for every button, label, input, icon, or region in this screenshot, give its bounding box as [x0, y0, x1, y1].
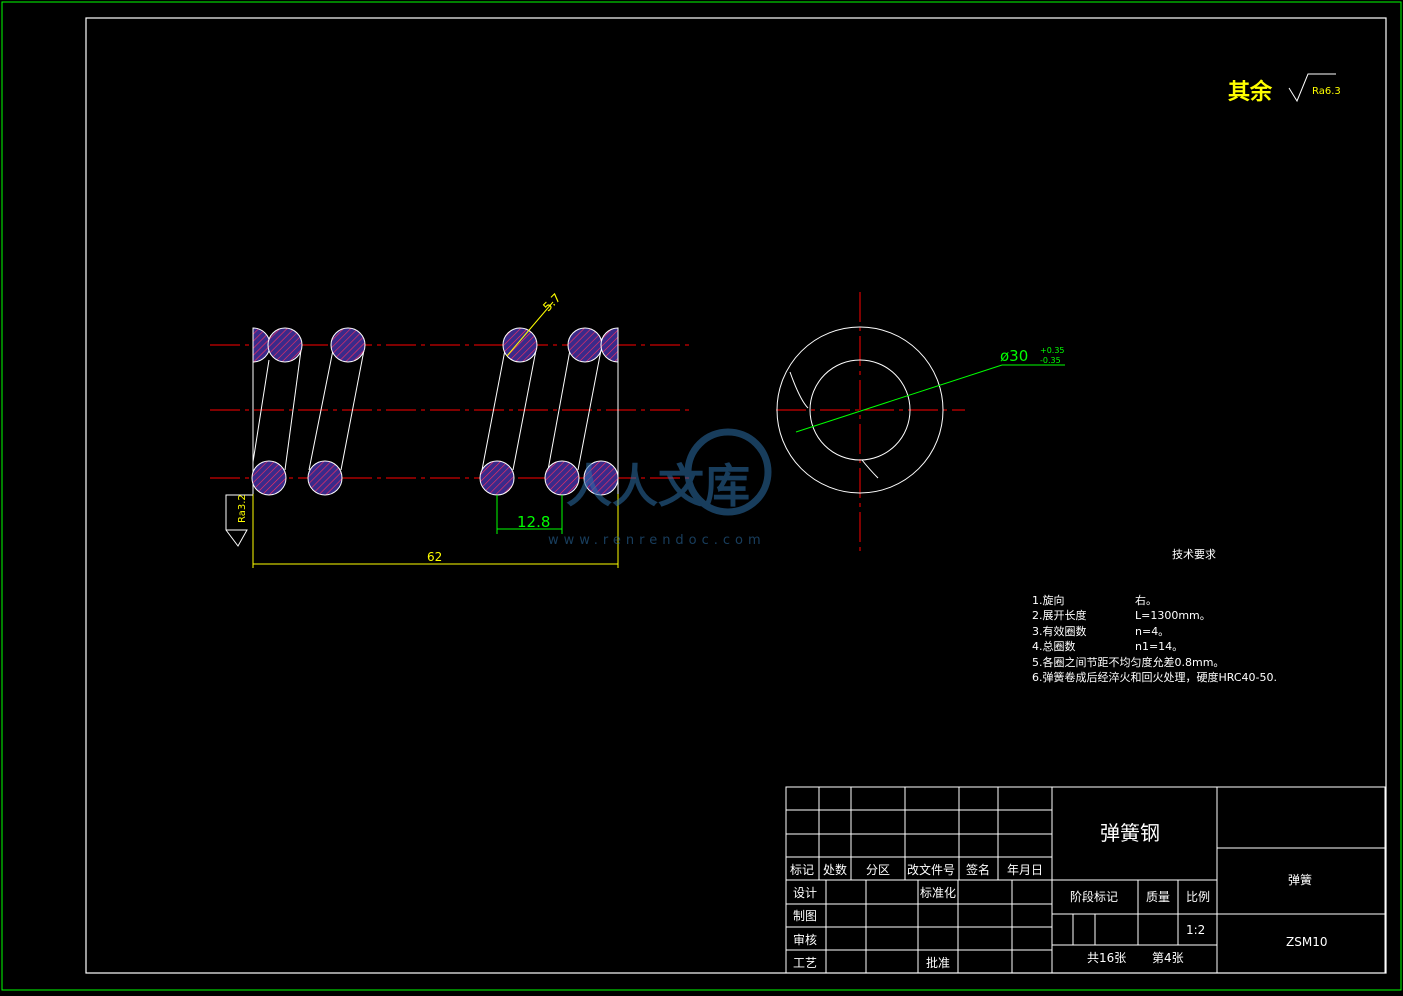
sheet-number: 第4张 [1152, 951, 1184, 965]
header-doc-no: 改文件号 [907, 862, 955, 877]
tech-item-5: 5.各圈之间节距不均匀度允差0.8mm。 [1032, 655, 1224, 669]
diameter-leader [795, 364, 1003, 433]
header-signature: 签名 [966, 862, 990, 877]
tech-title: 技术要求 [1172, 548, 1216, 561]
wire-sections [251, 327, 619, 496]
inner-coil-circle [809, 359, 911, 461]
technical-requirements: 技术要求 1.旋向 右。 2.展开长度 L=1300mm。 3.有效圈数 n=4… [1032, 548, 1277, 684]
coil-end-mark [861, 459, 879, 479]
tech-item-1: 1.旋向 [1032, 593, 1065, 607]
wire-diameter-text: 5.7 [540, 291, 563, 314]
pitch-text: 12.8 [517, 513, 550, 531]
coil-start-mark [789, 371, 809, 409]
end-roughness-value: Ra3.2 [237, 494, 248, 523]
watermark: 人人文库 www.renrendoc.com [548, 428, 772, 548]
approve-label: 批准 [926, 955, 950, 970]
title-block [785, 786, 1386, 974]
pitch-dim: 12.8 [496, 495, 563, 534]
tech-item-4: 4.总圈数 [1032, 639, 1076, 653]
roughness-label: 其余 [1228, 79, 1273, 105]
length-dim: 62 [252, 494, 619, 568]
coil-outlines [252, 349, 602, 471]
inner-border [85, 17, 1387, 974]
tech-item-6: 6.弹簧卷成后经淬火和回火处理，硬度HRC40-50. [1032, 670, 1277, 684]
scale-label: 比例 [1186, 890, 1210, 904]
tolerance-upper: +0.35 [1040, 346, 1065, 355]
sheets-total: 共16张 [1087, 951, 1126, 965]
tech-item-2: 2.展开长度 [1032, 608, 1087, 622]
diameter-text: ø30 [1000, 347, 1028, 365]
mass-label: 质量 [1146, 890, 1170, 904]
row-design: 设计 [793, 886, 817, 900]
tech-item-3: 3.有效圈数 [1032, 624, 1087, 638]
watermark-logo [684, 428, 772, 516]
title-block-text: 弹簧钢 弹簧 ZSM10 标记 处数 分区 改文件号 签名 年月日 设计 制图 … [790, 821, 1327, 970]
spring-end-view: ø30 +0.35 -0.35 [776, 292, 1065, 555]
header-mark: 标记 [790, 863, 814, 877]
stage-label: 阶段标记 [1070, 889, 1118, 904]
row-process: 工艺 [793, 956, 817, 970]
standardize-label: 标准化 [920, 886, 956, 900]
end-roughness: Ra3.2 [225, 494, 253, 547]
roughness-value: Ra6.3 [1312, 86, 1341, 97]
material-name: 弹簧钢 [1100, 821, 1160, 845]
scale-value: 1:2 [1186, 923, 1205, 937]
header-zone: 分区 [866, 863, 890, 877]
drawing-code: ZSM10 [1286, 935, 1327, 949]
tech-item-1-value: 右。 [1135, 593, 1157, 607]
tolerance-lower: -0.35 [1040, 356, 1061, 365]
part-name: 弹簧 [1288, 872, 1312, 887]
outer-coil-circle [776, 326, 944, 494]
row-drawing: 制图 [793, 909, 817, 923]
tech-item-4-value: n1=14。 [1135, 640, 1183, 653]
header-date: 年月日 [1007, 863, 1043, 877]
roughness-symbol [1288, 73, 1336, 103]
watermark-text: 人人文库 [566, 459, 750, 513]
row-review: 审核 [793, 932, 817, 947]
spring-front-view: 5.7 12.8 62 Ra3.2 [210, 291, 693, 568]
length-text: 62 [427, 550, 442, 564]
tech-item-2-value: L=1300mm。 [1135, 609, 1211, 622]
tech-item-3-value: n=4。 [1135, 625, 1169, 638]
header-count: 处数 [823, 862, 847, 877]
watermark-url: www.renrendoc.com [548, 533, 766, 548]
general-roughness: 其余 Ra6.3 [1228, 73, 1341, 105]
